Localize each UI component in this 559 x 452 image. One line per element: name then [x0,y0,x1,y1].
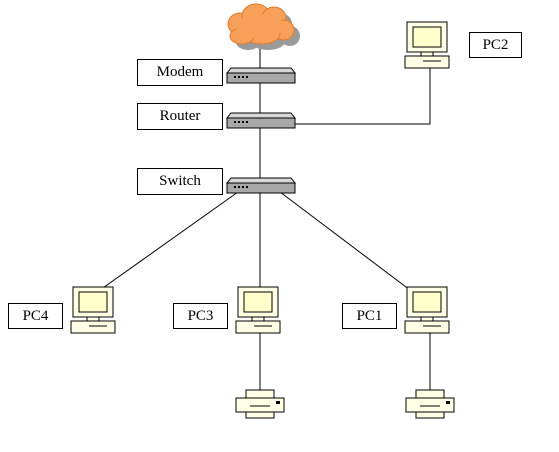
link-switch-pc1 [279,191,411,291]
pc3-label: PC3 [173,303,228,329]
pc2-label: PC2 [469,32,522,58]
pc1-printer-icon [405,389,455,419]
link-switch-pc4 [99,191,239,291]
modem-device-icon [226,67,296,84]
pc3-computer-icon [235,286,281,334]
pc1-computer-icon [404,286,450,334]
modem-label: Modem [137,59,223,86]
connection-lines [99,40,431,390]
switch-label: Switch [137,168,223,195]
link-router-pc2 [295,68,431,125]
router-device-icon [226,112,296,129]
switch-device-icon [226,177,296,194]
pc4-computer-icon [70,286,116,334]
pc1-label: PC1 [342,303,397,329]
pc3-printer-icon [235,389,285,419]
pc2-computer-icon [404,21,450,69]
router-label: Router [137,103,223,130]
internet-cloud-icon [227,3,300,50]
pc4-label: PC4 [8,303,63,329]
